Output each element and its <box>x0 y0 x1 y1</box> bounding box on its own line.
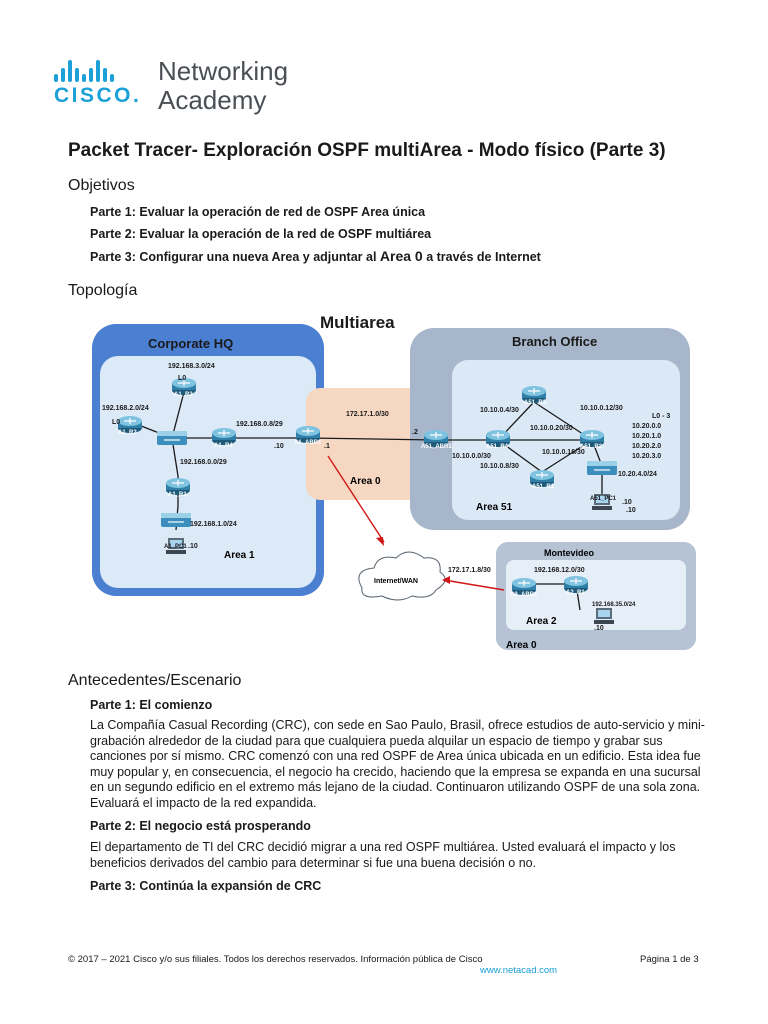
label-area0-mv: Area 0 <box>506 640 537 651</box>
area-2-inner <box>506 560 686 630</box>
topology-diagram: Multiarea Corporate HQ Branch Office Are… <box>92 313 696 651</box>
svg-text:A51_PC1: A51_PC1 <box>590 496 617 502</box>
objective-3-pre: Parte 3: Configurar una nueva Area y adj… <box>90 250 380 264</box>
device-labels: A1_R3 A1_R2 A1_R4 A1_R1 A1_PC1 A1_ABR1 A… <box>118 392 617 598</box>
svg-text:10.10.0.4/30: 10.10.0.4/30 <box>480 407 519 414</box>
label-area0-center: Area 0 <box>350 476 381 487</box>
objective-1: Parte 1: Evaluar la operación de red de … <box>90 205 426 219</box>
svg-text:10.20.0.0: 10.20.0.0 <box>632 423 661 430</box>
svg-text:A1_R1: A1_R1 <box>168 492 187 498</box>
svg-text:.2: .2 <box>412 429 418 436</box>
page-title: Packet Tracer- Exploración OSPF multiAre… <box>68 140 666 161</box>
internet-cloud <box>358 551 446 601</box>
svg-text:172.17.1.8/30: 172.17.1.8/30 <box>448 567 491 574</box>
svg-text:10.10.0.0/30: 10.10.0.0/30 <box>452 453 491 460</box>
svg-text:10.20.3.0: 10.20.3.0 <box>632 453 661 460</box>
svg-text:192.168.1.0/24: 192.168.1.0/24 <box>190 521 237 528</box>
objective-3: Parte 3: Configurar una nueva Area y adj… <box>90 248 541 264</box>
cisco-bars-icon <box>54 60 114 82</box>
footer-copyright: © 2017 – 2021 Cisco y/o sus filiales. To… <box>68 954 483 965</box>
label-area51: Area 51 <box>476 502 513 513</box>
svg-text:192.168.3.0/24: 192.168.3.0/24 <box>168 363 215 370</box>
wan-link-red-2 <box>443 579 505 591</box>
svg-text:192.168.35.0/24: 192.168.35.0/24 <box>592 602 636 608</box>
footer-page-number: Página 1 de 3 <box>640 954 699 965</box>
objectives-heading: Objetivos <box>68 177 135 194</box>
svg-text:A1_R2: A1_R2 <box>118 430 137 436</box>
svg-text:10.20.2.0: 10.20.2.0 <box>632 443 661 450</box>
svg-text:.10: .10 <box>594 625 604 632</box>
svg-text:.10: .10 <box>626 507 636 514</box>
svg-text:A1_PC1: A1_PC1 <box>164 544 187 550</box>
label-area1: Area 1 <box>224 550 255 561</box>
objective-2: Parte 2: Evaluar la operación de la red … <box>90 227 432 241</box>
svg-text:.10: .10 <box>622 499 632 506</box>
svg-text:.10: .10 <box>274 443 284 450</box>
svg-text:10.10.0.12/30: 10.10.0.12/30 <box>580 405 623 412</box>
label-montevideo: Montevideo <box>544 548 595 558</box>
part2-title: Parte 2: El negocio está prosperando <box>90 819 311 833</box>
svg-text:192.168.0.0/29: 192.168.0.0/29 <box>180 459 227 466</box>
background-heading: Antecedentes/Escenario <box>68 672 242 689</box>
area-0-center <box>306 388 422 500</box>
svg-text:L0 - 3: L0 - 3 <box>652 413 670 420</box>
label-branch-office: Branch Office <box>512 334 597 349</box>
wan-arrow-head <box>376 537 384 546</box>
cisco-networking-academy-logo: CISCO. Networking Academy <box>52 56 312 120</box>
svg-text:10.20.1.0: 10.20.1.0 <box>632 433 661 440</box>
svg-text:A1_R4: A1_R4 <box>214 443 233 449</box>
svg-text:10.20.4.0/24: 10.20.4.0/24 <box>618 471 657 478</box>
label-area2: Area 2 <box>526 616 557 627</box>
svg-text:A51_R3: A51_R3 <box>524 400 547 406</box>
footer-url-link[interactable]: www.netacad.com <box>480 965 558 976</box>
area-1-inner <box>100 356 316 588</box>
logo-line2: Academy <box>158 85 267 115</box>
topology-heading: Topología <box>68 282 138 299</box>
svg-text:10.10.0.20/30: 10.10.0.20/30 <box>530 425 573 432</box>
topology-title: Multiarea <box>320 313 395 332</box>
svg-text:10.10.0.8/30: 10.10.0.8/30 <box>480 463 519 470</box>
objective-3-post: a través de Internet <box>422 250 541 264</box>
svg-text:A2_ABR1: A2_ABR1 <box>510 592 538 598</box>
part1-title: Parte 1: El comienzo <box>90 698 213 712</box>
svg-text:192.168.2.0/24: 192.168.2.0/24 <box>102 405 149 412</box>
label-internet: Internet/WAN <box>374 578 418 585</box>
svg-text:.10: .10 <box>188 543 198 550</box>
svg-text:A51_ABR1: A51_ABR1 <box>421 444 452 450</box>
svg-text:L0: L0 <box>178 375 186 382</box>
svg-text:A51_R2: A51_R2 <box>580 444 603 450</box>
svg-text:A2_R1: A2_R1 <box>566 590 585 596</box>
svg-text:192.168.0.8/29: 192.168.0.8/29 <box>236 421 283 428</box>
svg-text:.1: .1 <box>324 443 330 450</box>
svg-text:L0: L0 <box>112 419 120 426</box>
part3-title: Parte 3: Continúa la expansión de CRC <box>90 879 322 893</box>
objective-3-area: Area 0 <box>379 248 423 264</box>
wan-link-red <box>327 455 385 543</box>
svg-text:A1_ABR1: A1_ABR1 <box>294 440 322 446</box>
network-labels: 192.168.3.0/24 L0 192.168.2.0/24 L0 192.… <box>102 363 670 632</box>
part2-text: El departamento de TI del CRC decidió mi… <box>90 840 676 870</box>
svg-text:A1_R3: A1_R3 <box>174 392 193 398</box>
wan-arrow-head-2 <box>442 576 450 584</box>
svg-text:10.10.0.16/30: 10.10.0.16/30 <box>542 449 585 456</box>
label-corporate-hq: Corporate HQ <box>148 336 233 351</box>
part1-text: La Compañía Casual Recording (CRC), con … <box>90 718 705 810</box>
logo-brand: CISCO. <box>54 84 142 107</box>
logo-line1: Networking <box>158 56 289 86</box>
svg-text:192.168.12.0/30: 192.168.12.0/30 <box>534 567 585 574</box>
svg-text:A51_R1: A51_R1 <box>532 484 555 490</box>
svg-text:172.17.1.0/30: 172.17.1.0/30 <box>346 411 389 418</box>
svg-text:A51_R4: A51_R4 <box>486 444 509 450</box>
